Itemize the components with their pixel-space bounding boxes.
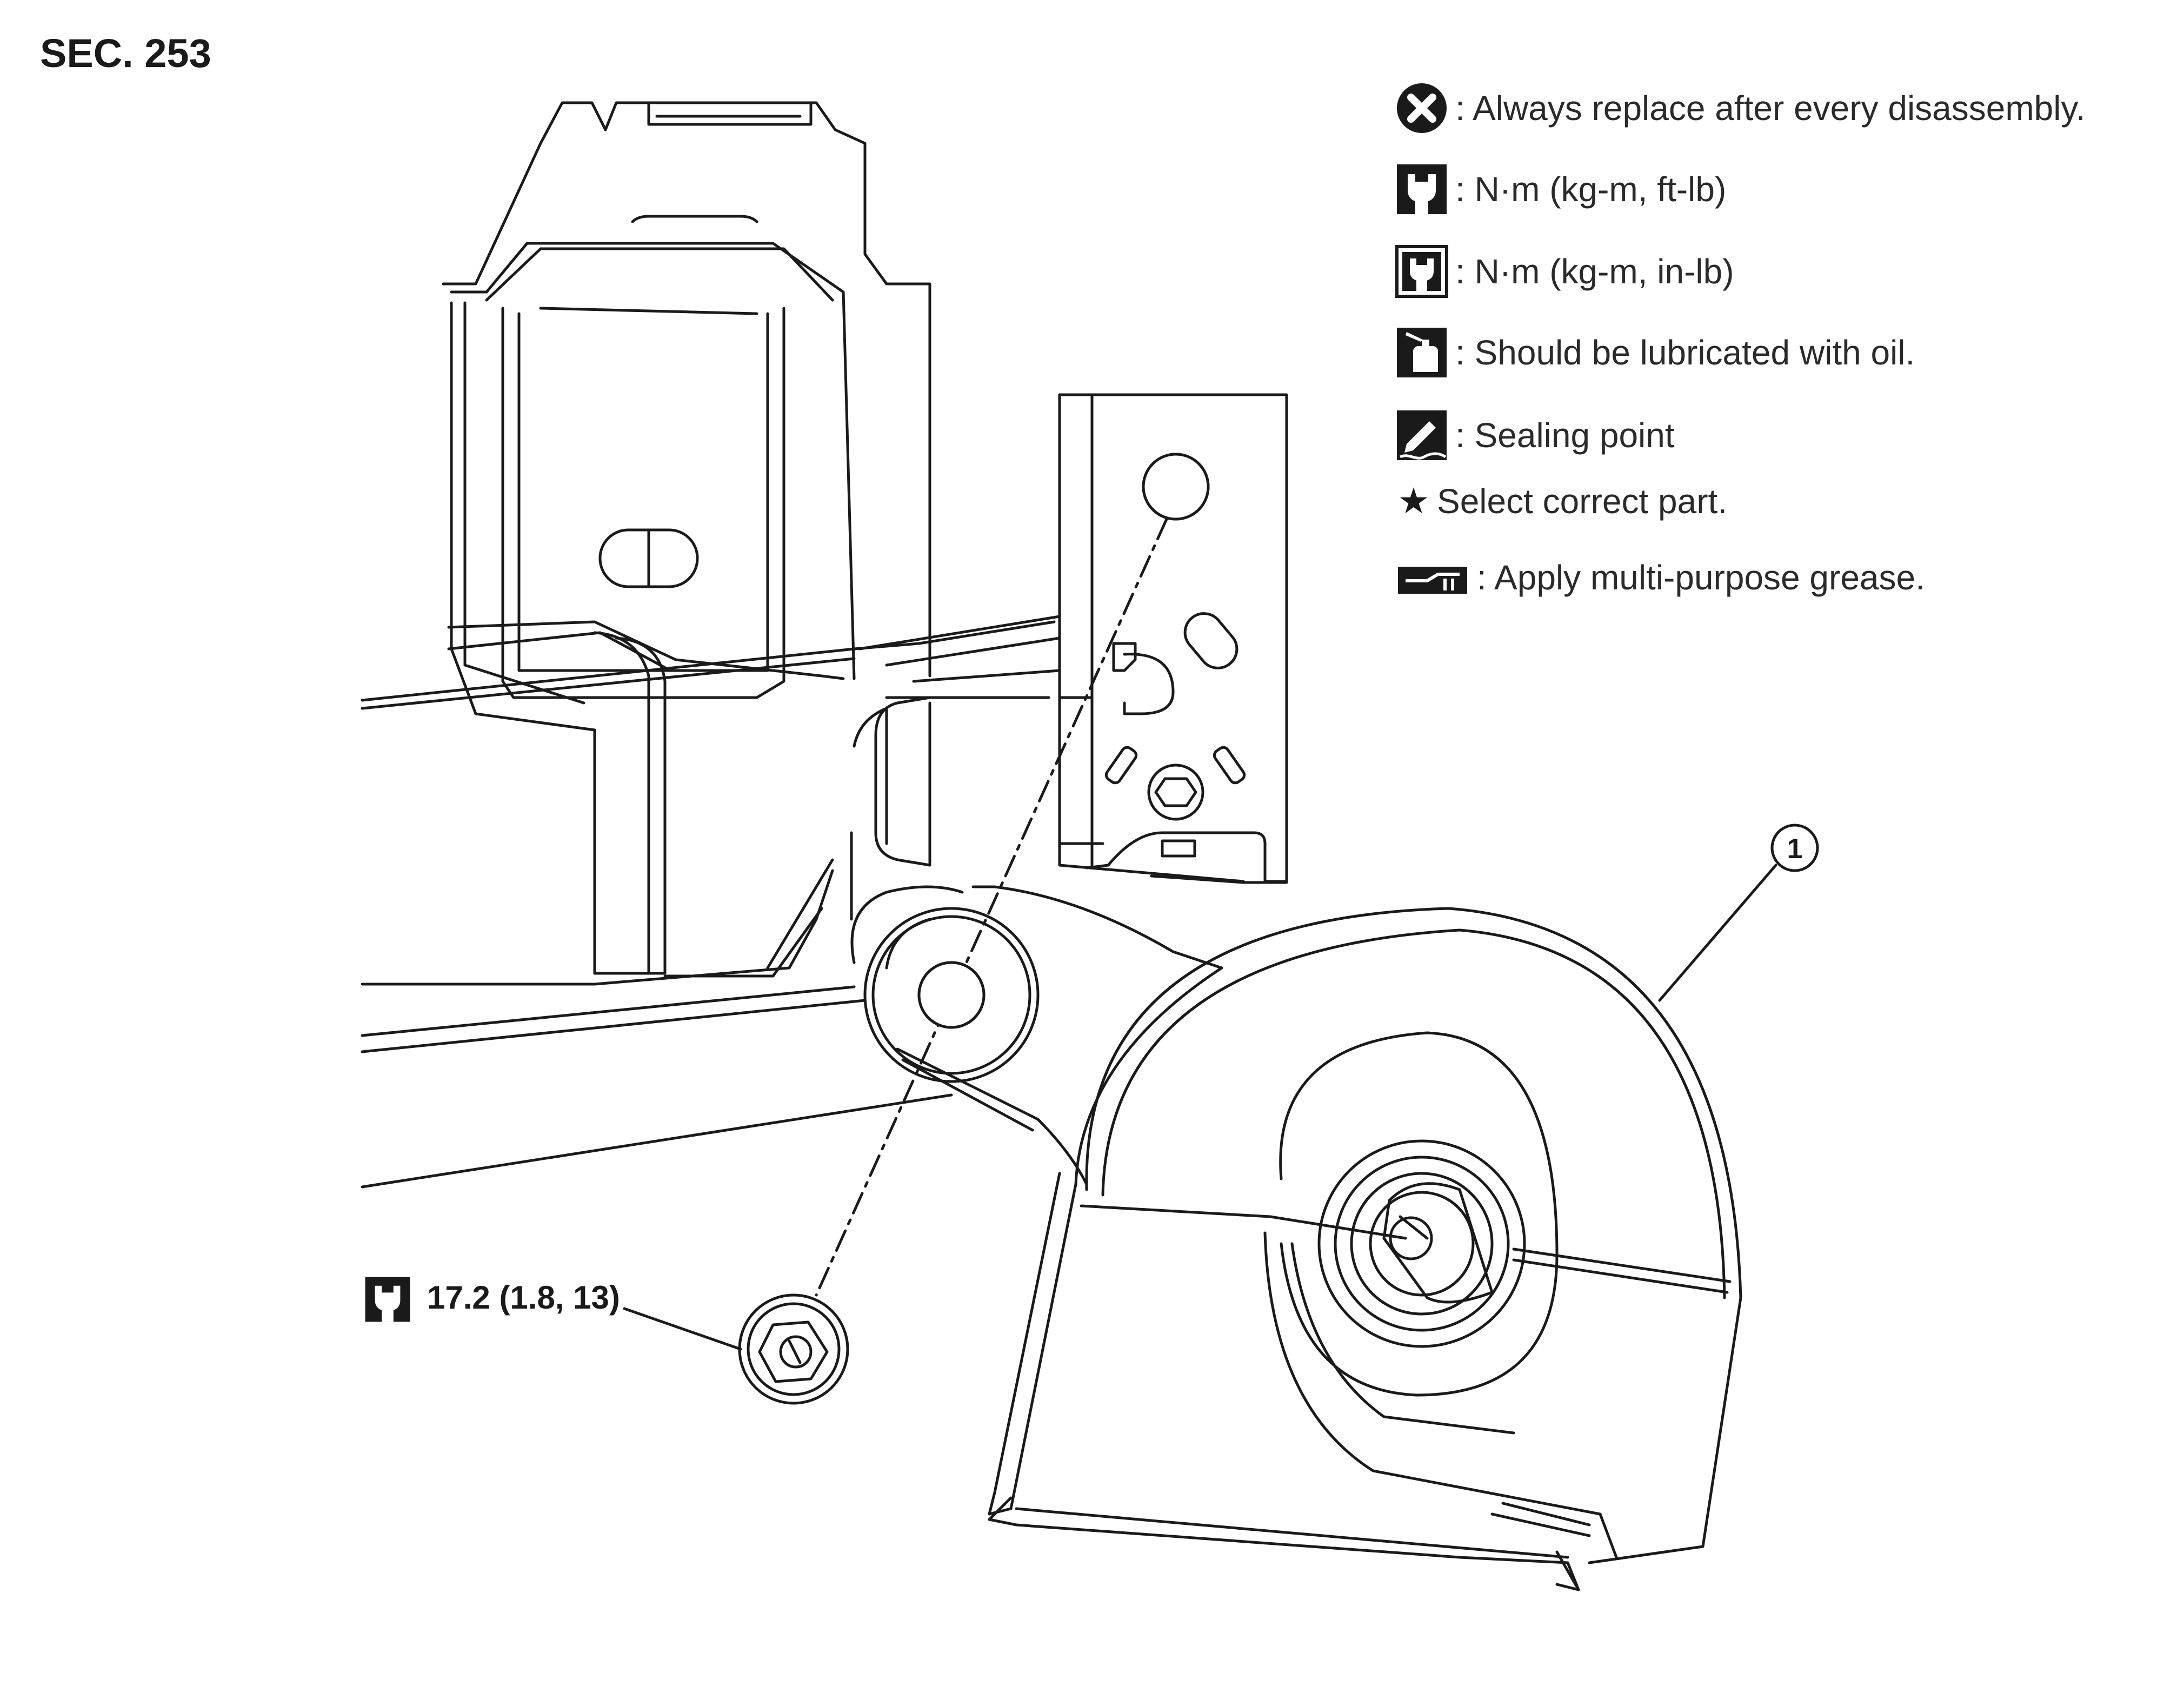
- legend-item-select-part: ★ Select correct part.: [1395, 480, 1727, 522]
- mounting-axis-line: [815, 517, 1168, 1297]
- torque-leader-line: [623, 1307, 742, 1351]
- star-icon: ★: [1397, 481, 1430, 521]
- legend-text: : Always replace after every disassembly…: [1455, 89, 2086, 128]
- callout-1: 1: [1770, 824, 1819, 872]
- always-replace-icon: [1397, 83, 1447, 133]
- grease-gun-icon: [1398, 567, 1467, 594]
- torque-ft-lb-icon: [365, 1277, 410, 1322]
- sealing-point-icon: [1397, 410, 1447, 460]
- legend-text: : N·m (kg-m, in-lb): [1455, 252, 1734, 291]
- legend-item-sealing: : Sealing point: [1395, 408, 1675, 462]
- torque-spec-label: 17.2 (1.8, 13): [427, 1279, 620, 1316]
- callout-leader-line: [1658, 864, 1777, 1002]
- mounting-plate: [853, 393, 1288, 884]
- legend-text: : Should be lubricated with oil.: [1455, 333, 1915, 372]
- legend-text: : N·m (kg-m, ft-lb): [1455, 170, 1727, 209]
- legend-text: Select correct part.: [1437, 481, 1728, 521]
- legend-text: : Sealing point: [1455, 416, 1675, 455]
- legend-item-grease: : Apply multi-purpose grease.: [1395, 550, 1925, 605]
- horn: [850, 885, 1742, 1591]
- legend-text: : Apply multi-purpose grease.: [1477, 558, 1925, 597]
- legend-item-always-replace: : Always replace after every disassembly…: [1395, 81, 2086, 135]
- vehicle-frame: [361, 101, 1056, 1189]
- callout-number: 1: [1787, 833, 1803, 865]
- torque-ft-lb-icon: [1397, 164, 1447, 214]
- horn-mounting-nut: [738, 1293, 849, 1405]
- torque-in-lb-icon: [1395, 245, 1448, 298]
- oil-can-icon: [1397, 328, 1447, 377]
- legend-item-torque-in-lb: : N·m (kg-m, in-lb): [1395, 244, 1734, 298]
- legend-item-torque-ft-lb: : N·m (kg-m, ft-lb): [1395, 162, 1726, 216]
- legend-item-oil: : Should be lubricated with oil.: [1395, 326, 1915, 380]
- section-label: SEC. 253: [40, 31, 211, 76]
